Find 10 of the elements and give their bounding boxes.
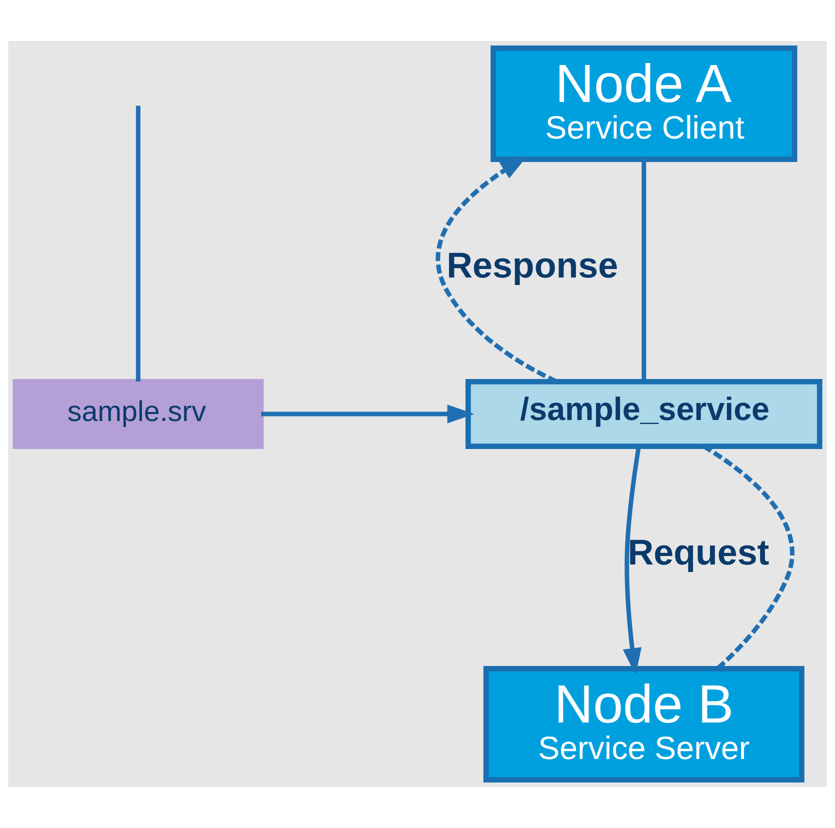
arrow — [261, 404, 474, 424]
edge-label: Response — [446, 246, 618, 286]
node-box: Node B Service Server — [483, 666, 804, 783]
node-box: Node A Service Client — [490, 45, 798, 162]
connector — [136, 106, 140, 382]
edge-label: Request — [628, 532, 770, 573]
connector — [642, 160, 646, 382]
arrow — [622, 446, 642, 676]
node-box: sample.srv — [12, 379, 264, 449]
node-box: /sample_service — [465, 379, 822, 449]
